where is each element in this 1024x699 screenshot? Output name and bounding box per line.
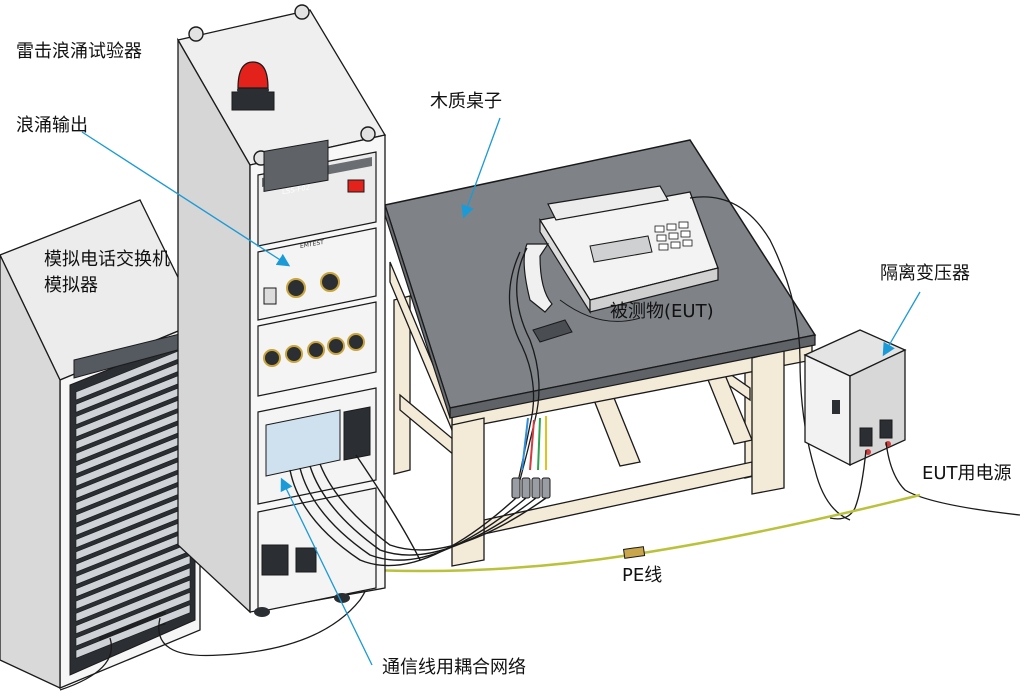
arrow-isolation-transformer xyxy=(882,291,921,357)
label-pe-line: PE线 xyxy=(622,565,663,586)
exchange-rack-units xyxy=(75,345,191,659)
coupling-leads xyxy=(511,477,551,499)
eut-device xyxy=(523,185,719,343)
power-cables xyxy=(829,441,1021,520)
signal-wires xyxy=(521,416,547,471)
label-isolation-transformer: 隔离变压器 xyxy=(880,263,970,284)
arrow-coupling-network xyxy=(280,477,373,666)
arrow-wooden-table xyxy=(461,117,501,219)
pointer-arrows xyxy=(81,117,921,666)
label-surge-tester: 雷击浪涌试验器 xyxy=(16,41,142,62)
label-exchange-simulator-line1: 模拟电话交换机 xyxy=(44,249,170,270)
rack-unit xyxy=(75,604,191,659)
label-coupling-network: 通信线用耦合网络 xyxy=(382,657,526,678)
surge-tester-rack xyxy=(176,4,387,617)
rack-unit xyxy=(75,567,191,622)
brand-text: EMTEST xyxy=(300,239,324,250)
label-eut: 被测物(EUT) xyxy=(610,301,714,322)
coupling-cables xyxy=(289,454,547,567)
pe-wire xyxy=(369,493,921,573)
rack-unit xyxy=(75,591,191,647)
isolation-transformer xyxy=(803,329,907,467)
rack-unit xyxy=(75,555,191,610)
label-eut-power: EUT用电源 xyxy=(922,463,1012,484)
rack-unit xyxy=(75,579,191,635)
label-surge-output: 浪涌输出 xyxy=(16,115,88,136)
label-wooden-table: 木质桌子 xyxy=(430,91,502,112)
label-exchange-simulator-line2: 模拟器 xyxy=(44,275,98,296)
arrow-surge-output xyxy=(81,131,291,267)
